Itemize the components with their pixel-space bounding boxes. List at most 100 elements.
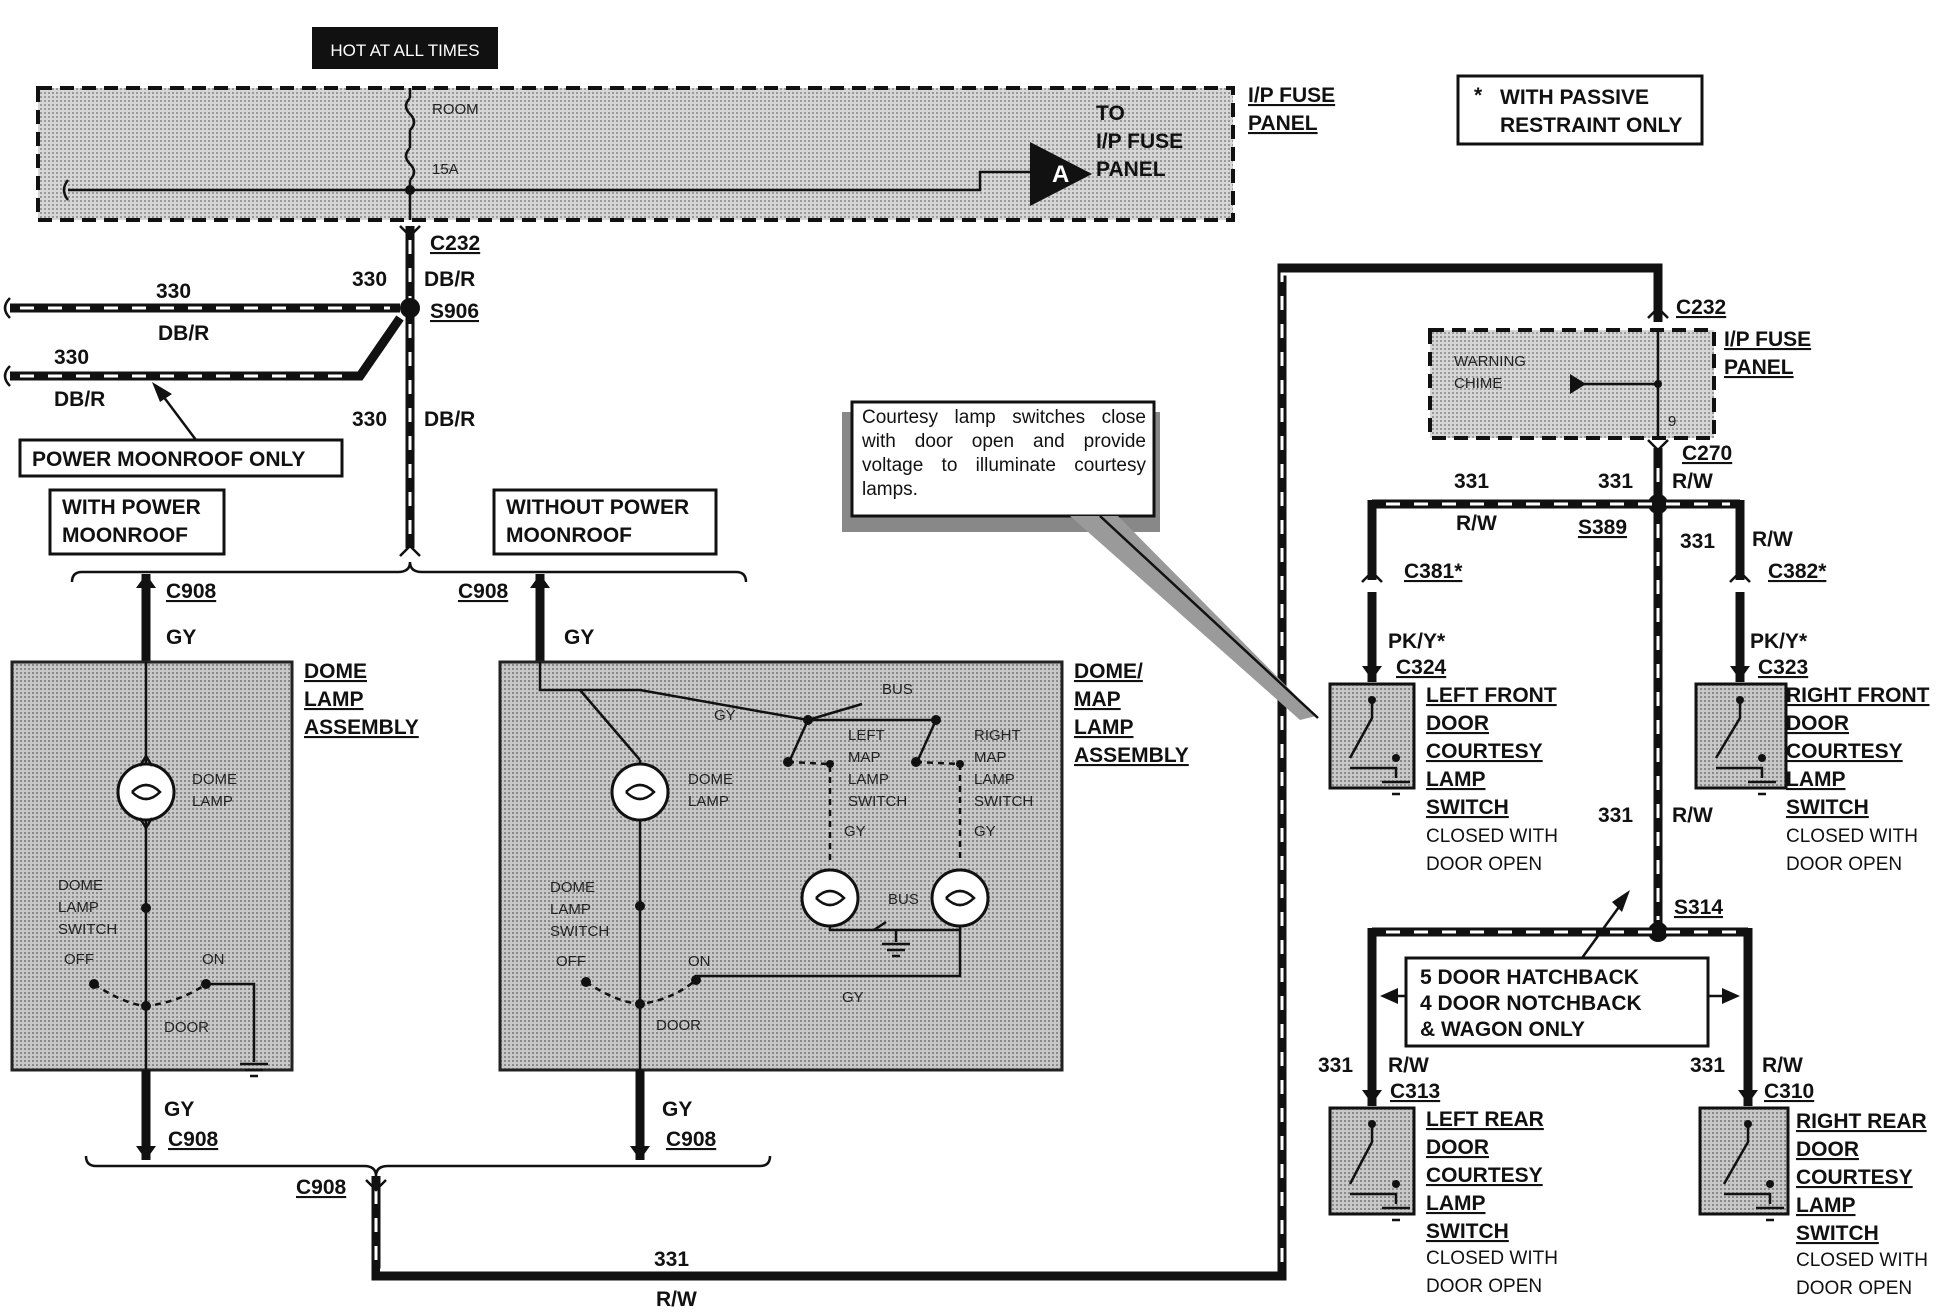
svg-text:LAMP: LAMP	[304, 688, 364, 711]
room-label: ROOM	[432, 101, 479, 118]
svg-text:GY: GY	[842, 989, 864, 1006]
s389-label: S389	[1578, 516, 1627, 539]
svg-text:MAP: MAP	[974, 749, 1007, 766]
svg-text:LAMP: LAMP	[1074, 716, 1134, 739]
svg-text:R/W: R/W	[1762, 1054, 1803, 1077]
svg-text:DB/R: DB/R	[54, 388, 105, 411]
svg-text:R/W: R/W	[1388, 1054, 1429, 1077]
svg-text:I/P FUSE: I/P FUSE	[1096, 130, 1183, 153]
svg-text:PK/Y*: PK/Y*	[1750, 630, 1808, 653]
svg-text:R/W: R/W	[1672, 470, 1713, 493]
power-moonroof-only-note: POWER MOONROOF ONLY	[18, 438, 344, 478]
svg-text:LAMP: LAMP	[1426, 1192, 1486, 1215]
right-front-door-switch	[1694, 682, 1788, 796]
svg-text:C381*: C381*	[1404, 560, 1463, 583]
bus-ground-icon	[882, 930, 910, 958]
svg-text:LAMP: LAMP	[1786, 768, 1846, 791]
without-power-moonroof-note: WITHOUT POWER MOONROOF	[492, 488, 718, 556]
svg-text:MAP: MAP	[1074, 688, 1121, 711]
svg-text:HOT AT ALL TIMES: HOT AT ALL TIMES	[330, 41, 479, 60]
svg-text:C382*: C382*	[1768, 560, 1827, 583]
left-rear-switch-title: LEFT REAR	[1426, 1108, 1544, 1131]
svg-text:ASSEMBLY: ASSEMBLY	[304, 716, 419, 739]
svg-text:LEFT: LEFT	[848, 727, 885, 744]
with-power-moonroof-note: WITH POWER MOONROOF	[48, 488, 226, 556]
svg-text:9: 9	[1668, 413, 1676, 430]
svg-text:C270: C270	[1682, 442, 1732, 465]
svg-text:LAMP: LAMP	[1426, 768, 1486, 791]
svg-text:C908: C908	[168, 1128, 219, 1151]
top-panel-name: I/P FUSE	[1248, 84, 1335, 107]
svg-text:WARNING: WARNING	[1454, 353, 1526, 370]
svg-text:331: 331	[1454, 470, 1489, 493]
svg-text:C324: C324	[1396, 656, 1447, 679]
svg-text:COURTESY: COURTESY	[1426, 740, 1543, 763]
svg-text:CLOSED WITH: CLOSED WITH	[1796, 1250, 1928, 1271]
svg-text:LAMP: LAMP	[58, 899, 99, 916]
svg-text:DB/R: DB/R	[424, 408, 475, 431]
svg-text:LAMP: LAMP	[848, 771, 889, 788]
svg-text:GY: GY	[714, 707, 736, 724]
svg-text:GY: GY	[662, 1098, 692, 1121]
svg-text:LAMP: LAMP	[974, 771, 1015, 788]
svg-text:DB/R: DB/R	[158, 322, 209, 345]
svg-text:SWITCH: SWITCH	[974, 793, 1033, 810]
svg-text:GY: GY	[844, 823, 866, 840]
svg-text:COURTESY: COURTESY	[1786, 740, 1903, 763]
svg-text:SWITCH: SWITCH	[1426, 796, 1509, 819]
svg-text:SWITCH: SWITCH	[1426, 1220, 1509, 1243]
svg-text:GY: GY	[564, 626, 594, 649]
bottom-brace	[84, 1155, 772, 1177]
svg-text:C908: C908	[166, 580, 217, 603]
top-fuse-panel: ROOM 15A A TO I/P FUSE PANEL	[36, 86, 1235, 222]
svg-text:GY: GY	[974, 823, 996, 840]
hot-at-all-times-label: HOT AT ALL TIMES	[312, 27, 498, 69]
svg-text:DOOR: DOOR	[1786, 712, 1849, 735]
svg-text:CLOSED WITH: CLOSED WITH	[1786, 826, 1918, 847]
svg-text:WITH POWER: WITH POWER	[62, 496, 201, 519]
svg-text:SWITCH: SWITCH	[550, 923, 609, 940]
svg-text:5 DOOR HATCHBACK: 5 DOOR HATCHBACK	[1420, 966, 1639, 989]
hatchback-note: 5 DOOR HATCHBACK 4 DOOR NOTCHBACK & WAGO…	[1380, 890, 1740, 1048]
left-front-door-switch	[1328, 682, 1416, 796]
svg-text:DOME: DOME	[58, 877, 103, 894]
svg-text:LAMP: LAMP	[550, 901, 591, 918]
svg-text:MOONROOF: MOONROOF	[62, 524, 188, 547]
right-rear-switch-title: RIGHT REAR	[1796, 1110, 1927, 1133]
svg-text:CLOSED WITH: CLOSED WITH	[1426, 826, 1558, 847]
svg-text:330: 330	[352, 408, 387, 431]
svg-text:C310: C310	[1764, 1080, 1814, 1103]
wire-331-loop	[365, 263, 1663, 1281]
svg-text:WITHOUT POWER: WITHOUT POWER	[506, 496, 689, 519]
dome-map-dome-bulb-icon	[610, 762, 670, 822]
svg-text:4 DOOR NOTCHBACK: 4 DOOR NOTCHBACK	[1420, 992, 1642, 1015]
dome-map-assembly-title: DOME/	[1074, 660, 1143, 683]
svg-text:331: 331	[1598, 470, 1633, 493]
svg-text:SWITCH: SWITCH	[848, 793, 907, 810]
svg-text:OFF: OFF	[64, 951, 94, 968]
svg-text:COURTESY: COURTESY	[1426, 1164, 1543, 1187]
svg-text:RESTRAINT ONLY: RESTRAINT ONLY	[1500, 114, 1682, 137]
svg-text:DOOR: DOOR	[164, 1019, 209, 1036]
svg-text:ON: ON	[688, 953, 711, 970]
left-rear-door-switch	[1328, 1106, 1416, 1222]
s906-label: S906	[430, 300, 479, 323]
top-brace	[70, 561, 748, 583]
svg-text:DOOR OPEN: DOOR OPEN	[1426, 854, 1542, 875]
svg-text:C908: C908	[666, 1128, 717, 1151]
svg-text:PANEL: PANEL	[1096, 158, 1166, 181]
svg-text:R/W: R/W	[1456, 512, 1497, 535]
connector-a-icon	[1030, 142, 1092, 206]
svg-text:331: 331	[1318, 1054, 1353, 1077]
svg-text:POWER MOONROOF ONLY: POWER MOONROOF ONLY	[32, 448, 305, 471]
connector-a-letter: A	[1052, 161, 1069, 188]
left-feed-wires	[3, 225, 421, 557]
svg-text:LAMP: LAMP	[192, 793, 233, 810]
svg-text:OFF: OFF	[556, 953, 586, 970]
svg-text:PANEL: PANEL	[1248, 112, 1318, 135]
svg-text:R/W: R/W	[1672, 804, 1713, 827]
svg-text:DOME: DOME	[688, 771, 733, 788]
dome-lamp-bulb-icon	[116, 762, 176, 822]
svg-text:DOOR OPEN: DOOR OPEN	[1786, 854, 1902, 875]
